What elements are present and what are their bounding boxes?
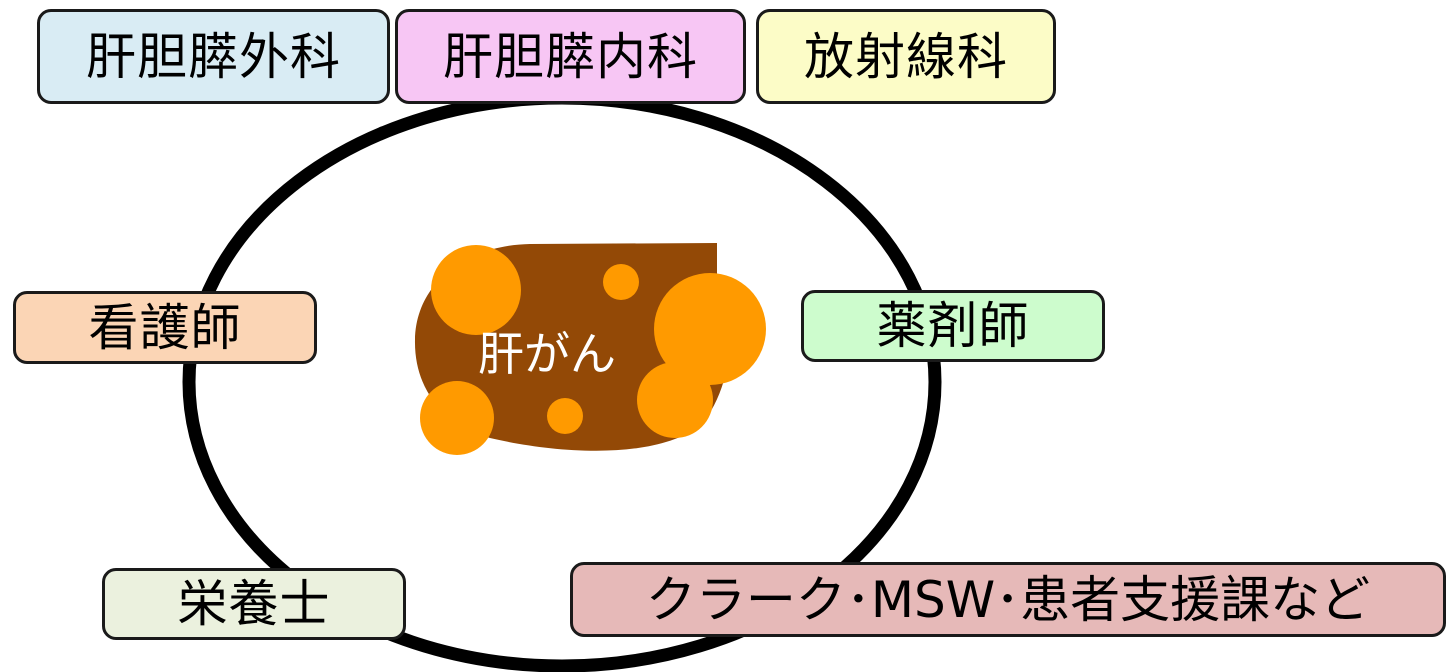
tumor-circle (547, 398, 583, 434)
tumor-circle (420, 381, 494, 455)
tumor-circle (431, 245, 521, 335)
department-radiology: 放射線科 (756, 9, 1056, 104)
department-internal: 肝胆膵内科 (395, 9, 746, 104)
role-pharmacist: 薬剤師 (801, 290, 1105, 362)
liver-icon (414, 243, 766, 455)
department-surgery: 肝胆膵外科 (37, 9, 390, 104)
tumor-circle (654, 273, 766, 385)
liver-cancer-label: 肝がん (478, 327, 616, 381)
role-nurse: 看護師 (13, 291, 317, 364)
tumor-circle (603, 264, 639, 300)
role-nutritionist: 栄養士 (102, 568, 406, 640)
role-clerk-msw-support: クラーク･MSW･患者支援課など (570, 562, 1446, 637)
tumor-circle (637, 362, 713, 438)
